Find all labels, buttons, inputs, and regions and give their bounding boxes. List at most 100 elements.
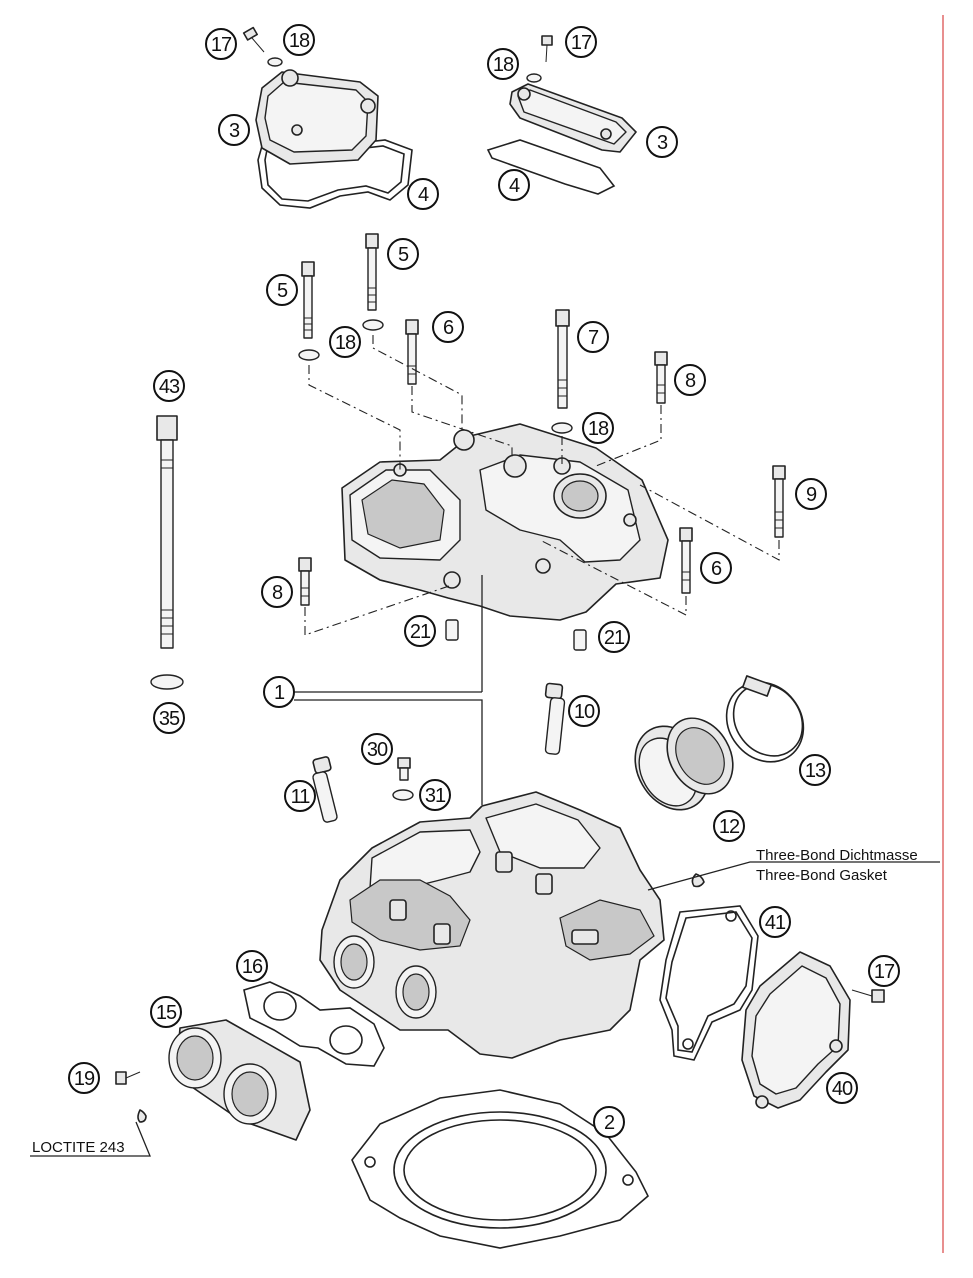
callout-number: 5 — [398, 244, 409, 266]
callout-number: 18 — [588, 418, 609, 440]
valve-cover-left — [255, 69, 413, 209]
bolt-9 — [772, 465, 786, 538]
bolt-17-top-right — [541, 35, 553, 63]
callout-10: 10 — [568, 695, 600, 727]
callout-number: 8 — [685, 370, 696, 392]
washer-18-top-right — [526, 73, 542, 83]
callout-5: 5 — [266, 274, 298, 306]
callout-15: 15 — [150, 996, 182, 1028]
callout-number: 5 — [277, 280, 288, 302]
bolt-7 — [555, 309, 570, 409]
callout-19: 19 — [68, 1062, 100, 1094]
callout-number: 12 — [719, 816, 740, 838]
callout-circle — [646, 126, 678, 158]
callout-number: 16 — [242, 956, 263, 978]
callout-number: 31 — [425, 785, 446, 807]
assembly-guide-lines — [304, 335, 780, 636]
cylinder-head — [319, 791, 665, 1059]
callout-circle — [799, 754, 831, 786]
callout-number: 21 — [410, 621, 431, 643]
intake-flange-12 — [634, 717, 734, 811]
stud-bolt-43 — [156, 415, 178, 649]
callout-circle — [218, 114, 250, 146]
bolt-5-right — [365, 233, 379, 311]
cover-40 — [741, 951, 851, 1109]
callout-number: 9 — [806, 484, 817, 506]
callout-6: 6 — [432, 311, 464, 343]
callout-4: 4 — [407, 178, 439, 210]
callout-number: 7 — [588, 327, 599, 349]
callout-18: 18 — [487, 48, 519, 80]
note-three-bond-dichtmasse: Three-Bond Dichtmasse — [756, 847, 918, 864]
callout-number: 18 — [335, 332, 356, 354]
callout-circle — [498, 169, 530, 201]
intake-manifold-15 — [168, 1019, 311, 1141]
callout-circle — [150, 996, 182, 1028]
bolt-17-right — [851, 989, 885, 1003]
callout-circle — [153, 702, 185, 734]
callout-number: 1 — [274, 682, 285, 704]
callout-3: 3 — [218, 114, 250, 146]
dowel-pin-21-right — [573, 629, 587, 651]
threadlocker-drop — [137, 1109, 147, 1123]
head-gasket-2 — [351, 1089, 649, 1249]
callout-18: 18 — [329, 326, 361, 358]
callout-number: 3 — [657, 132, 668, 154]
callout-circle — [565, 26, 597, 58]
callout-number: 40 — [832, 1078, 853, 1100]
callout-number: 6 — [443, 317, 454, 339]
callout-circle — [205, 28, 237, 60]
callout-circle — [361, 733, 393, 765]
callout-number: 13 — [805, 760, 826, 782]
callout-17: 17 — [868, 955, 900, 987]
callout-6: 6 — [700, 552, 732, 584]
callout-circle — [407, 178, 439, 210]
callout-number: 4 — [509, 175, 520, 197]
callout-41: 41 — [759, 906, 791, 938]
washer-35 — [150, 674, 184, 690]
bolt-19 — [115, 1071, 141, 1085]
callout-circle — [487, 48, 519, 80]
callout-8: 8 — [261, 576, 293, 608]
callout-number: 19 — [74, 1068, 95, 1090]
callout-circle — [432, 311, 464, 343]
callout-17: 17 — [205, 28, 237, 60]
washer-18-right — [551, 422, 573, 434]
callout-circle — [261, 576, 293, 608]
callout-circle — [266, 274, 298, 306]
callout-number: 10 — [574, 701, 595, 723]
gasket-16 — [243, 981, 385, 1067]
callout-circle — [419, 779, 451, 811]
callout-31: 31 — [419, 779, 451, 811]
callout-number: 15 — [156, 1002, 177, 1024]
callout-number: 18 — [493, 54, 514, 76]
callout-5: 5 — [387, 238, 419, 270]
gasket-41 — [659, 905, 759, 1061]
callout-16: 16 — [236, 950, 268, 982]
callout-3: 3 — [646, 126, 678, 158]
callout-circle — [593, 1106, 625, 1138]
camshaft-bearing-housing — [341, 423, 669, 621]
callout-number: 17 — [571, 32, 592, 54]
callout-1: 1 — [263, 676, 295, 708]
callout-number: 21 — [604, 627, 625, 649]
callout-circle — [582, 412, 614, 444]
callout-7: 7 — [577, 321, 609, 353]
bolt-6-right — [679, 527, 693, 594]
callout-2: 2 — [593, 1106, 625, 1138]
callout-circle — [577, 321, 609, 353]
callout-21: 21 — [404, 615, 436, 647]
callout-number: 3 — [229, 120, 240, 142]
callout-circle — [153, 370, 185, 402]
callout-11: 11 — [284, 780, 316, 812]
callout-43: 43 — [153, 370, 185, 402]
callout-circle — [329, 326, 361, 358]
callout-8: 8 — [674, 364, 706, 396]
callout-circle — [568, 695, 600, 727]
callout-circle — [284, 780, 316, 812]
callout-circle — [759, 906, 791, 938]
washer-31 — [392, 789, 414, 801]
callout-circle — [283, 24, 315, 56]
callout-13: 13 — [799, 754, 831, 786]
